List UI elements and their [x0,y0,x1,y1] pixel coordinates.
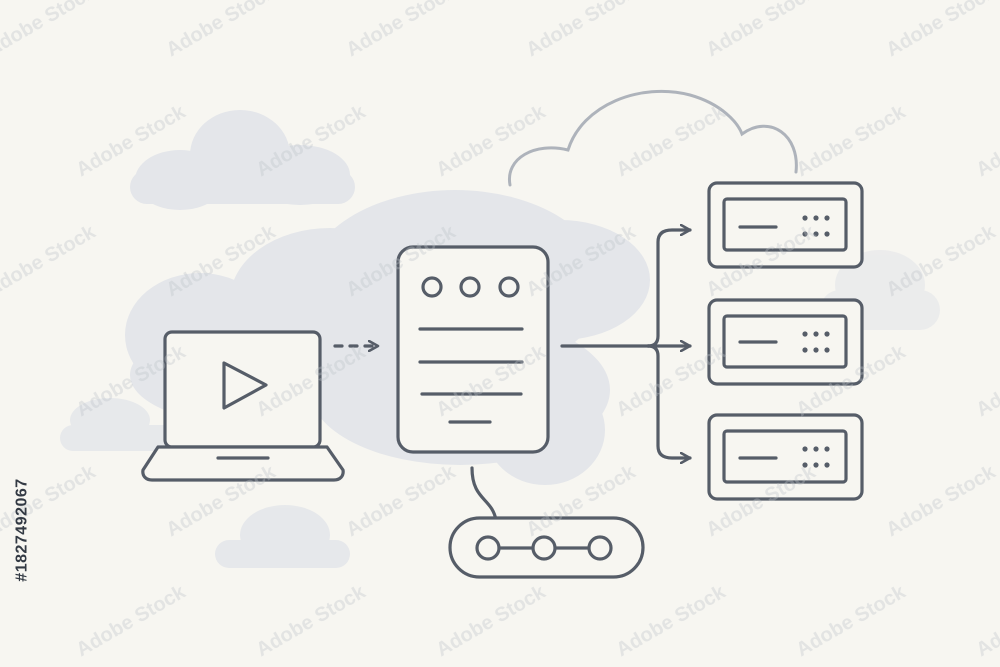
storage-unit-icon [707,181,864,501]
cloud-outline [508,90,798,187]
server-to-storage-connectors [560,230,692,458]
server-to-pipeline-connector [470,466,498,522]
pipeline-capsule [448,516,645,579]
cloud-small-bottom-left [215,505,350,568]
server-dot-3 [498,276,520,298]
stock-id-text: #1827492067 [14,478,32,582]
storage-unit-middle [707,298,864,386]
server-dot-1 [421,276,443,298]
server-window-frame [396,245,550,454]
laptop-screen [163,330,322,449]
pipeline-node-icon [448,516,645,579]
cloud-top-left [130,110,355,210]
stock-id-label: #1827492067 [8,430,38,630]
laptop-play-icon [141,330,345,482]
storage-unit-top [707,181,864,269]
server-dot-2 [459,276,481,298]
pipeline-node-3 [587,535,613,561]
pipeline-node-2 [531,535,557,561]
server-window-icon [396,245,550,454]
pipeline-node-1 [475,535,501,561]
branch-bottom [646,344,692,458]
laptop-base [141,445,345,482]
branch-top [646,230,692,348]
play-icon [222,361,268,410]
storage-unit-bottom [707,413,864,501]
